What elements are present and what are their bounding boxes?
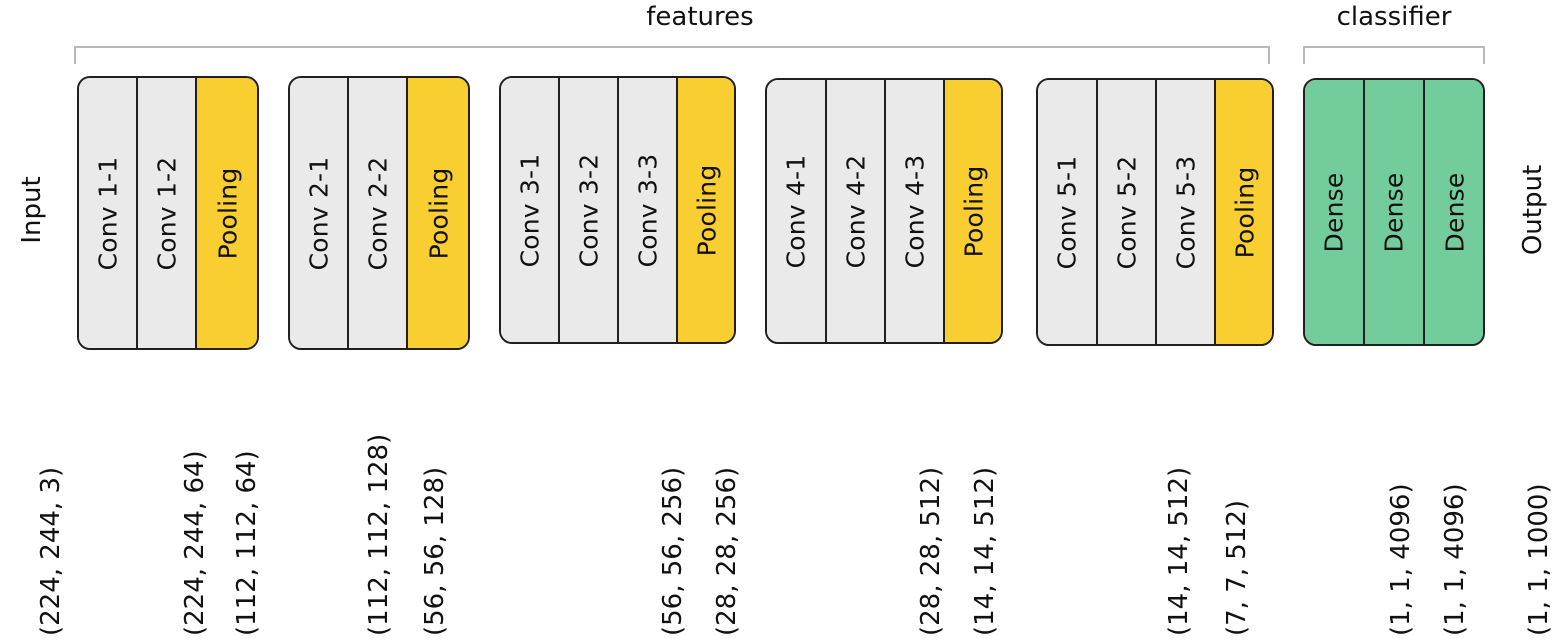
layer-cell-dense[interactable]: Dense bbox=[1365, 80, 1425, 344]
layer-cell-label: Pooling bbox=[692, 164, 722, 256]
input-label: Input bbox=[17, 176, 47, 244]
tensor-shape-label: (28, 28, 256) bbox=[712, 466, 742, 636]
layer-cell-label: Conv 4-1 bbox=[781, 154, 811, 268]
layer-cell-conv-1-1[interactable]: Conv 1-1 bbox=[79, 78, 138, 348]
layer-cell-dense[interactable]: Dense bbox=[1305, 80, 1365, 344]
layer-cell-label: Pooling bbox=[213, 167, 243, 259]
layer-cell-label: Dense bbox=[1319, 172, 1349, 252]
tensor-shape-label: (7, 7, 512) bbox=[1222, 499, 1252, 636]
classifier-block: Dense Dense Dense bbox=[1303, 78, 1485, 346]
block-5: Conv 5-1 Conv 5-2 Conv 5-3 Pooling bbox=[1036, 78, 1274, 346]
layer-cell-label: Conv 1-2 bbox=[152, 156, 181, 270]
layer-cell-pooling[interactable]: Pooling bbox=[678, 78, 734, 342]
layer-cell-label: Dense bbox=[1440, 172, 1470, 252]
tensor-shape-label: (112, 112, 64) bbox=[232, 450, 262, 636]
features-bracket bbox=[74, 46, 1270, 64]
layer-cell-dense[interactable]: Dense bbox=[1425, 80, 1483, 344]
tensor-shape-label: (14, 14, 512) bbox=[1164, 466, 1194, 636]
features-group-title: features bbox=[646, 2, 754, 32]
layer-cell-conv-5-1[interactable]: Conv 5-1 bbox=[1038, 80, 1098, 344]
layer-cell-label: Pooling bbox=[424, 167, 454, 259]
block-2: Conv 2-1 Conv 2-2 Pooling bbox=[288, 76, 470, 350]
layer-cell-conv-4-2[interactable]: Conv 4-2 bbox=[827, 80, 886, 342]
layer-cell-pooling[interactable]: Pooling bbox=[197, 78, 257, 348]
classifier-bracket bbox=[1303, 46, 1485, 64]
layer-cell-conv-3-3[interactable]: Conv 3-3 bbox=[619, 78, 678, 342]
layer-cell-conv-3-1[interactable]: Conv 3-1 bbox=[501, 78, 560, 342]
tensor-shape-label: (1, 1, 4096) bbox=[1386, 483, 1416, 636]
tensor-shape-label: (224, 244, 3) bbox=[36, 466, 66, 636]
layer-cell-pooling[interactable]: Pooling bbox=[1216, 80, 1272, 344]
layer-cell-label: Pooling bbox=[1230, 166, 1260, 258]
block-3: Conv 3-1 Conv 3-2 Conv 3-3 Pooling bbox=[499, 76, 736, 344]
layer-cell-label: Conv 5-2 bbox=[1112, 155, 1141, 269]
layer-cell-conv-3-2[interactable]: Conv 3-2 bbox=[560, 78, 619, 342]
layer-cell-label: Conv 5-1 bbox=[1052, 155, 1082, 269]
layer-cell-pooling[interactable]: Pooling bbox=[408, 78, 468, 348]
layer-cell-label: Conv 2-1 bbox=[304, 156, 333, 270]
layer-cell-label: Conv 4-2 bbox=[841, 154, 870, 268]
layer-cell-conv-5-3[interactable]: Conv 5-3 bbox=[1157, 80, 1216, 344]
layer-cell-label: Dense bbox=[1379, 172, 1409, 252]
layer-cell-label: Conv 3-2 bbox=[574, 153, 603, 267]
layer-cell-conv-2-1[interactable]: Conv 2-1 bbox=[290, 78, 349, 348]
layer-cell-pooling[interactable]: Pooling bbox=[945, 80, 1001, 342]
layer-cell-conv-4-3[interactable]: Conv 4-3 bbox=[886, 80, 945, 342]
output-label: Output bbox=[1518, 164, 1548, 256]
tensor-shape-label: (112, 112, 128) bbox=[364, 433, 394, 636]
tensor-shape-label: (28, 28, 512) bbox=[916, 466, 946, 636]
layer-cell-conv-2-2[interactable]: Conv 2-2 bbox=[349, 78, 408, 348]
layer-cell-conv-5-2[interactable]: Conv 5-2 bbox=[1098, 80, 1157, 344]
layer-cell-label: Conv 3-1 bbox=[515, 153, 544, 267]
layer-cell-conv-1-2[interactable]: Conv 1-2 bbox=[138, 78, 197, 348]
layer-cell-label: Pooling bbox=[959, 165, 989, 257]
layer-cell-conv-4-1[interactable]: Conv 4-1 bbox=[767, 80, 827, 342]
layer-cell-label: Conv 3-3 bbox=[633, 153, 662, 267]
layer-cell-label: Conv 4-3 bbox=[900, 154, 929, 268]
tensor-shape-label: (1, 1, 1000) bbox=[1524, 483, 1554, 636]
tensor-shape-label: (224, 244, 64) bbox=[180, 450, 210, 636]
block-4: Conv 4-1 Conv 4-2 Conv 4-3 Pooling bbox=[765, 78, 1003, 344]
layer-cell-label: Conv 1-1 bbox=[93, 156, 122, 270]
tensor-shape-label: (1, 1, 4096) bbox=[1440, 483, 1470, 636]
tensor-shape-label: (56, 56, 128) bbox=[420, 466, 450, 636]
classifier-group-title: classifier bbox=[1336, 2, 1452, 32]
tensor-shape-label: (56, 56, 256) bbox=[658, 466, 688, 636]
layer-cell-label: Conv 2-2 bbox=[363, 156, 392, 270]
layer-cell-label: Conv 5-3 bbox=[1171, 155, 1200, 269]
tensor-shape-label: (14, 14, 512) bbox=[970, 466, 1000, 636]
block-1: Conv 1-1 Conv 1-2 Pooling bbox=[77, 76, 259, 350]
